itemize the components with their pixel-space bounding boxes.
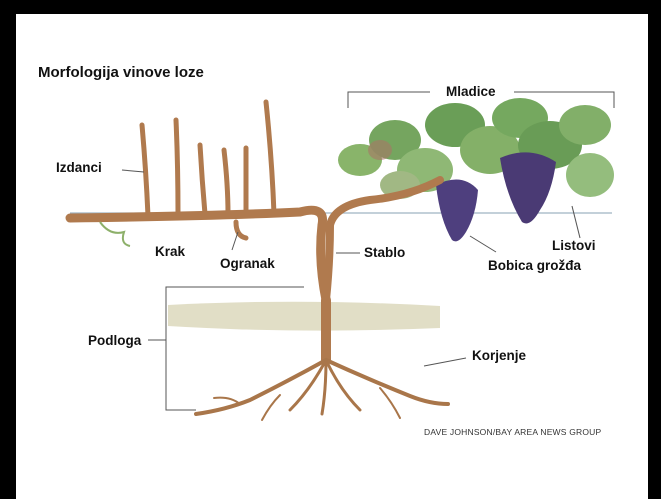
label-mladice: Mladice	[446, 84, 496, 99]
label-podloga: Podloga	[88, 333, 141, 348]
tendril	[100, 222, 130, 246]
image-credit: DAVE JOHNSON/BAY AREA NEWS GROUP	[424, 427, 601, 437]
label-krak: Krak	[155, 244, 185, 259]
label-listovi: Listovi	[552, 238, 596, 253]
foliage	[338, 98, 614, 199]
soil-band	[168, 302, 440, 331]
label-stablo: Stablo	[364, 245, 405, 260]
diagram-title: Morfologija vinove loze	[38, 64, 204, 81]
label-bobica-grozda: Bobica grožđa	[488, 258, 581, 273]
grape-cluster-left	[436, 180, 478, 242]
label-korjenje: Korjenje	[472, 348, 526, 363]
label-izdanci: Izdanci	[56, 160, 102, 175]
roots	[196, 360, 448, 420]
label-ogranak: Ogranak	[220, 256, 275, 271]
